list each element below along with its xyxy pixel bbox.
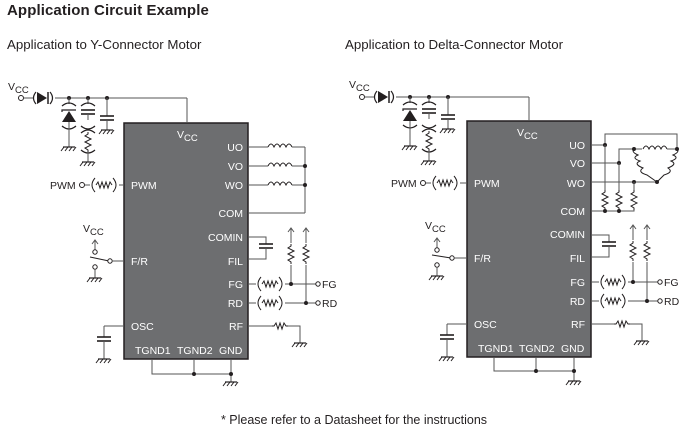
pin-com: COM: [561, 206, 586, 218]
pin-osc: OSC: [474, 319, 497, 331]
pin-fr: F/R: [474, 253, 491, 265]
y-connector-circuit: VCC PWM F/R OSC UO VO WO COM COMIN FIL F…: [8, 81, 338, 387]
bypass-capacitor: [98, 98, 115, 135]
diode-icon: [37, 92, 47, 104]
pin-rd: RD: [228, 298, 244, 310]
pin-pwm: PWM: [474, 178, 500, 190]
pin-fil: FIL: [228, 256, 243, 268]
pin-wo: WO: [567, 178, 585, 190]
snubber-rc: [420, 97, 437, 166]
fg-output-label: FG: [664, 277, 679, 289]
pwm-terminal: [79, 182, 85, 188]
pin-fil: FIL: [570, 253, 585, 265]
fr-vcc-label: VCC: [425, 220, 446, 235]
diode-icon: [378, 91, 388, 103]
bypass-capacitor: [439, 97, 456, 134]
rd-output-label: RD: [322, 298, 338, 310]
pin-vo: VO: [228, 161, 243, 173]
pin-osc: OSC: [131, 321, 154, 333]
y-motor-coils: [248, 143, 307, 214]
delta-connector-subtitle: Application to Delta-Connector Motor: [345, 37, 564, 52]
pin-comin: COMIN: [550, 229, 585, 241]
pin-tgnd1: TGND1: [478, 343, 514, 355]
fr-switch: [89, 256, 110, 262]
pin-fg: FG: [570, 277, 585, 289]
fg-output-label: FG: [322, 279, 337, 291]
pwm-input-label: PWM: [391, 178, 417, 190]
pin-pwm: PWM: [131, 180, 157, 192]
footnote: * Please refer to a Datasheet for the in…: [220, 413, 488, 427]
vcc-input-label: VCC: [349, 79, 370, 94]
fr-switch: [431, 254, 452, 259]
pin-rd: RD: [570, 296, 586, 308]
pin-uo: UO: [227, 142, 243, 154]
delta-connector-circuit: VCC PWM F/R OSC UO VO WO COM COMIN FIL F…: [349, 79, 680, 386]
rd-output-label: RD: [664, 296, 680, 308]
y-connector-subtitle: Application to Y-Connector Motor: [7, 37, 202, 52]
delta-motor-coils: [591, 133, 679, 213]
snubber-rc: [79, 98, 96, 167]
vcc-terminal: [18, 95, 24, 101]
pwm-input-label: PWM: [50, 180, 76, 192]
pin-uo: UO: [569, 140, 585, 152]
pin-rf: RF: [571, 319, 585, 331]
pin-tgnd2: TGND2: [519, 343, 555, 355]
pin-com: COM: [219, 208, 244, 220]
pin-gnd: GND: [561, 343, 585, 355]
pin-comin: COMIN: [208, 232, 243, 244]
pin-fg: FG: [228, 279, 243, 291]
pin-fr: F/R: [131, 256, 148, 268]
pin-rf: RF: [229, 321, 243, 333]
page-title: Application Circuit Example: [7, 2, 209, 19]
fr-vcc-label: VCC: [83, 223, 104, 238]
driver-ic-chip: [466, 120, 592, 358]
pin-vo: VO: [570, 158, 585, 170]
chip-vcc-label: VCC: [517, 127, 538, 142]
driver-ic-chip: [123, 122, 249, 360]
pin-wo: WO: [225, 180, 243, 192]
chip-vcc-label: VCC: [177, 129, 198, 144]
zener-diode-icon: [401, 97, 418, 151]
pin-tgnd2: TGND2: [177, 345, 213, 357]
zener-diode-icon: [60, 98, 77, 152]
pin-gnd: GND: [219, 345, 243, 357]
vcc-input-label: VCC: [8, 81, 29, 96]
pin-tgnd1: TGND1: [135, 345, 171, 357]
